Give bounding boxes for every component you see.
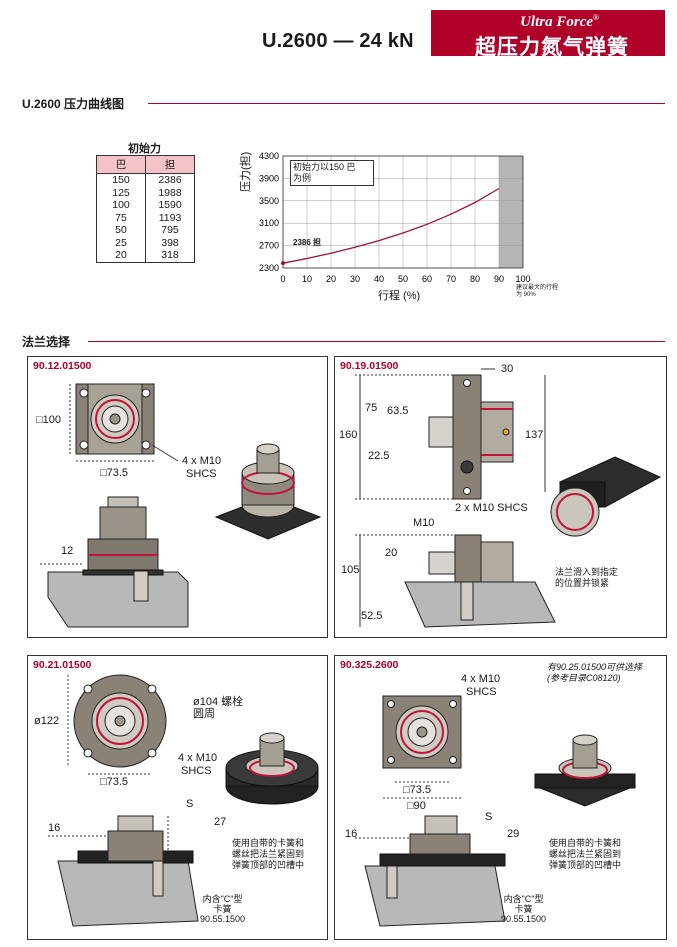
chart-ytick-label: 2700: [259, 241, 279, 251]
chart-note: 建议最大的行程 为 90%: [516, 285, 559, 298]
dim-label: 75: [365, 402, 378, 414]
note-text: 使用自带的卡簧和 螺丝把法兰紧固到 弹簧顶部的凹槽中: [549, 838, 622, 870]
flange-panel-90-12: 90.12.01500 □100 □73.5 4 x M10: [27, 356, 328, 638]
page-title: U.2600 — 24 kN: [262, 30, 414, 52]
screw-label: 4 x M10: [461, 673, 501, 685]
dim-label: 160: [339, 429, 358, 441]
chart-annotation: 初始力以150 巴 为例: [290, 160, 374, 186]
flange-panel-90-325: 90.325.2600 有90.25.01500可供选择 (参考目录C08120…: [334, 655, 667, 940]
chart-series-line: [282, 187, 500, 264]
dim-label: M10: [413, 517, 435, 529]
dim-label: 63.5: [387, 405, 409, 417]
dim-label: 52.5: [361, 610, 383, 622]
dim-label: 16: [345, 828, 358, 840]
brand-banner: Ultra Force® 超压力氮气弹簧: [431, 10, 665, 59]
table-title: 初始力: [128, 143, 161, 155]
note-text: 使用自带的卡簧和 螺丝把法兰紧固到 弹簧顶部的凹槽中: [232, 838, 305, 870]
dim-label: S: [186, 798, 194, 810]
chart-shaded-region: [499, 156, 523, 268]
note-text: 法兰滑入到指定 的位置并锁紧: [555, 567, 619, 588]
chart-xtick-label: 50: [398, 274, 408, 284]
dim-label: 12: [61, 545, 74, 557]
dim-label: 29: [507, 828, 520, 840]
chart-frame: [282, 155, 524, 269]
screw-label: SHCS: [466, 686, 497, 698]
panel-code: 90.325.2600: [340, 659, 399, 671]
chart-start-label: 2386 担: [293, 238, 322, 247]
brand-subtitle: 超压力氮气弹簧: [475, 36, 629, 59]
bolt-circle-label: ø104 螺栓 圆周: [193, 696, 244, 720]
chart-xtick-label: 10: [302, 274, 312, 284]
chart-xtick-label: 90: [494, 274, 504, 284]
dim-label: □73.5: [100, 776, 129, 788]
chart-xtick-label: 30: [350, 274, 360, 284]
section-rule: [88, 341, 665, 342]
dim-label: □90: [407, 800, 426, 812]
chart-xtick-label: 60: [422, 274, 432, 284]
pressure-section-title: U.2600 压力曲线图: [22, 97, 125, 111]
dim-label: □73.5: [100, 467, 129, 479]
chart-xtick-label: 80: [470, 274, 480, 284]
dim-label: □73.5: [403, 784, 432, 796]
dim-label: 137: [525, 429, 544, 441]
chart-ytick-label: 4300: [259, 151, 279, 161]
pressure-chart: 0 10 20 30 40 50 60 70 80 90 100 2300 2700 3100 3500 39…: [259, 151, 531, 284]
chart-xtick-label: 0: [280, 274, 285, 284]
dim-label: 30: [501, 363, 514, 375]
chart-xtick-label: 20: [326, 274, 336, 284]
dim-label: 16: [48, 822, 61, 834]
chart-ytick-label: 3100: [259, 218, 279, 228]
screw-label: 4 x M10: [178, 752, 218, 764]
chart-start-point: [281, 261, 285, 266]
dim-label: 27: [214, 816, 227, 828]
panel-code: 90.12.01500: [33, 360, 92, 372]
clip-label: 内含"C"型 卡簧 90.55.1500: [200, 894, 246, 924]
chart-ytick-label: 3900: [259, 173, 279, 183]
section-rule: [148, 103, 665, 104]
dim-label: 20: [385, 547, 398, 559]
screw-label: 2 x M10 SHCS: [455, 502, 528, 514]
dim-label: 22.5: [368, 450, 390, 462]
dim-label: ø122: [34, 715, 60, 727]
flange-panel-90-19: 90.19.01500 30 75 63.5 160 137 22.5 2 x: [334, 356, 667, 638]
dim-label: □100: [36, 414, 61, 426]
chart-xlabel: 行程 (%): [378, 290, 421, 302]
clip-label: 内含"C"型 卡簧 90.55.1500: [501, 894, 547, 924]
flange-drawing: [355, 695, 637, 927]
brand-name: Ultra Force®: [520, 13, 599, 30]
panel-code: 90.19.01500: [340, 360, 399, 372]
screw-label: 4 x M10: [182, 455, 222, 467]
flange-drawing: [40, 383, 322, 628]
chart-xtick-label: 100: [515, 274, 530, 284]
option-note: 有90.25.01500可供选择 (参考目录C08120): [547, 662, 643, 683]
chart-xtick-label: 70: [446, 274, 456, 284]
chart-xtick-label: 40: [374, 274, 384, 284]
chart-ylabel: 压力(担): [240, 151, 252, 192]
screw-label: SHCS: [181, 765, 212, 777]
chart-ytick-label: 3500: [259, 196, 279, 206]
flange-section-title: 法兰选择: [22, 335, 71, 349]
panel-code: 90.21.01500: [33, 659, 92, 671]
table-header: 担: [145, 155, 195, 174]
flange-panel-90-21: 90.21.01500 ø104 螺栓 圆周 ø122 4 x M10 SHCS…: [27, 655, 328, 940]
flange-drawing: [48, 674, 319, 927]
dim-label: 105: [341, 564, 360, 576]
dim-label: S: [485, 811, 493, 823]
chart-ytick-label: 2300: [259, 263, 279, 273]
flange-drawing: [355, 368, 662, 628]
table-header: 巴: [96, 155, 146, 174]
screw-label: SHCS: [186, 468, 217, 480]
